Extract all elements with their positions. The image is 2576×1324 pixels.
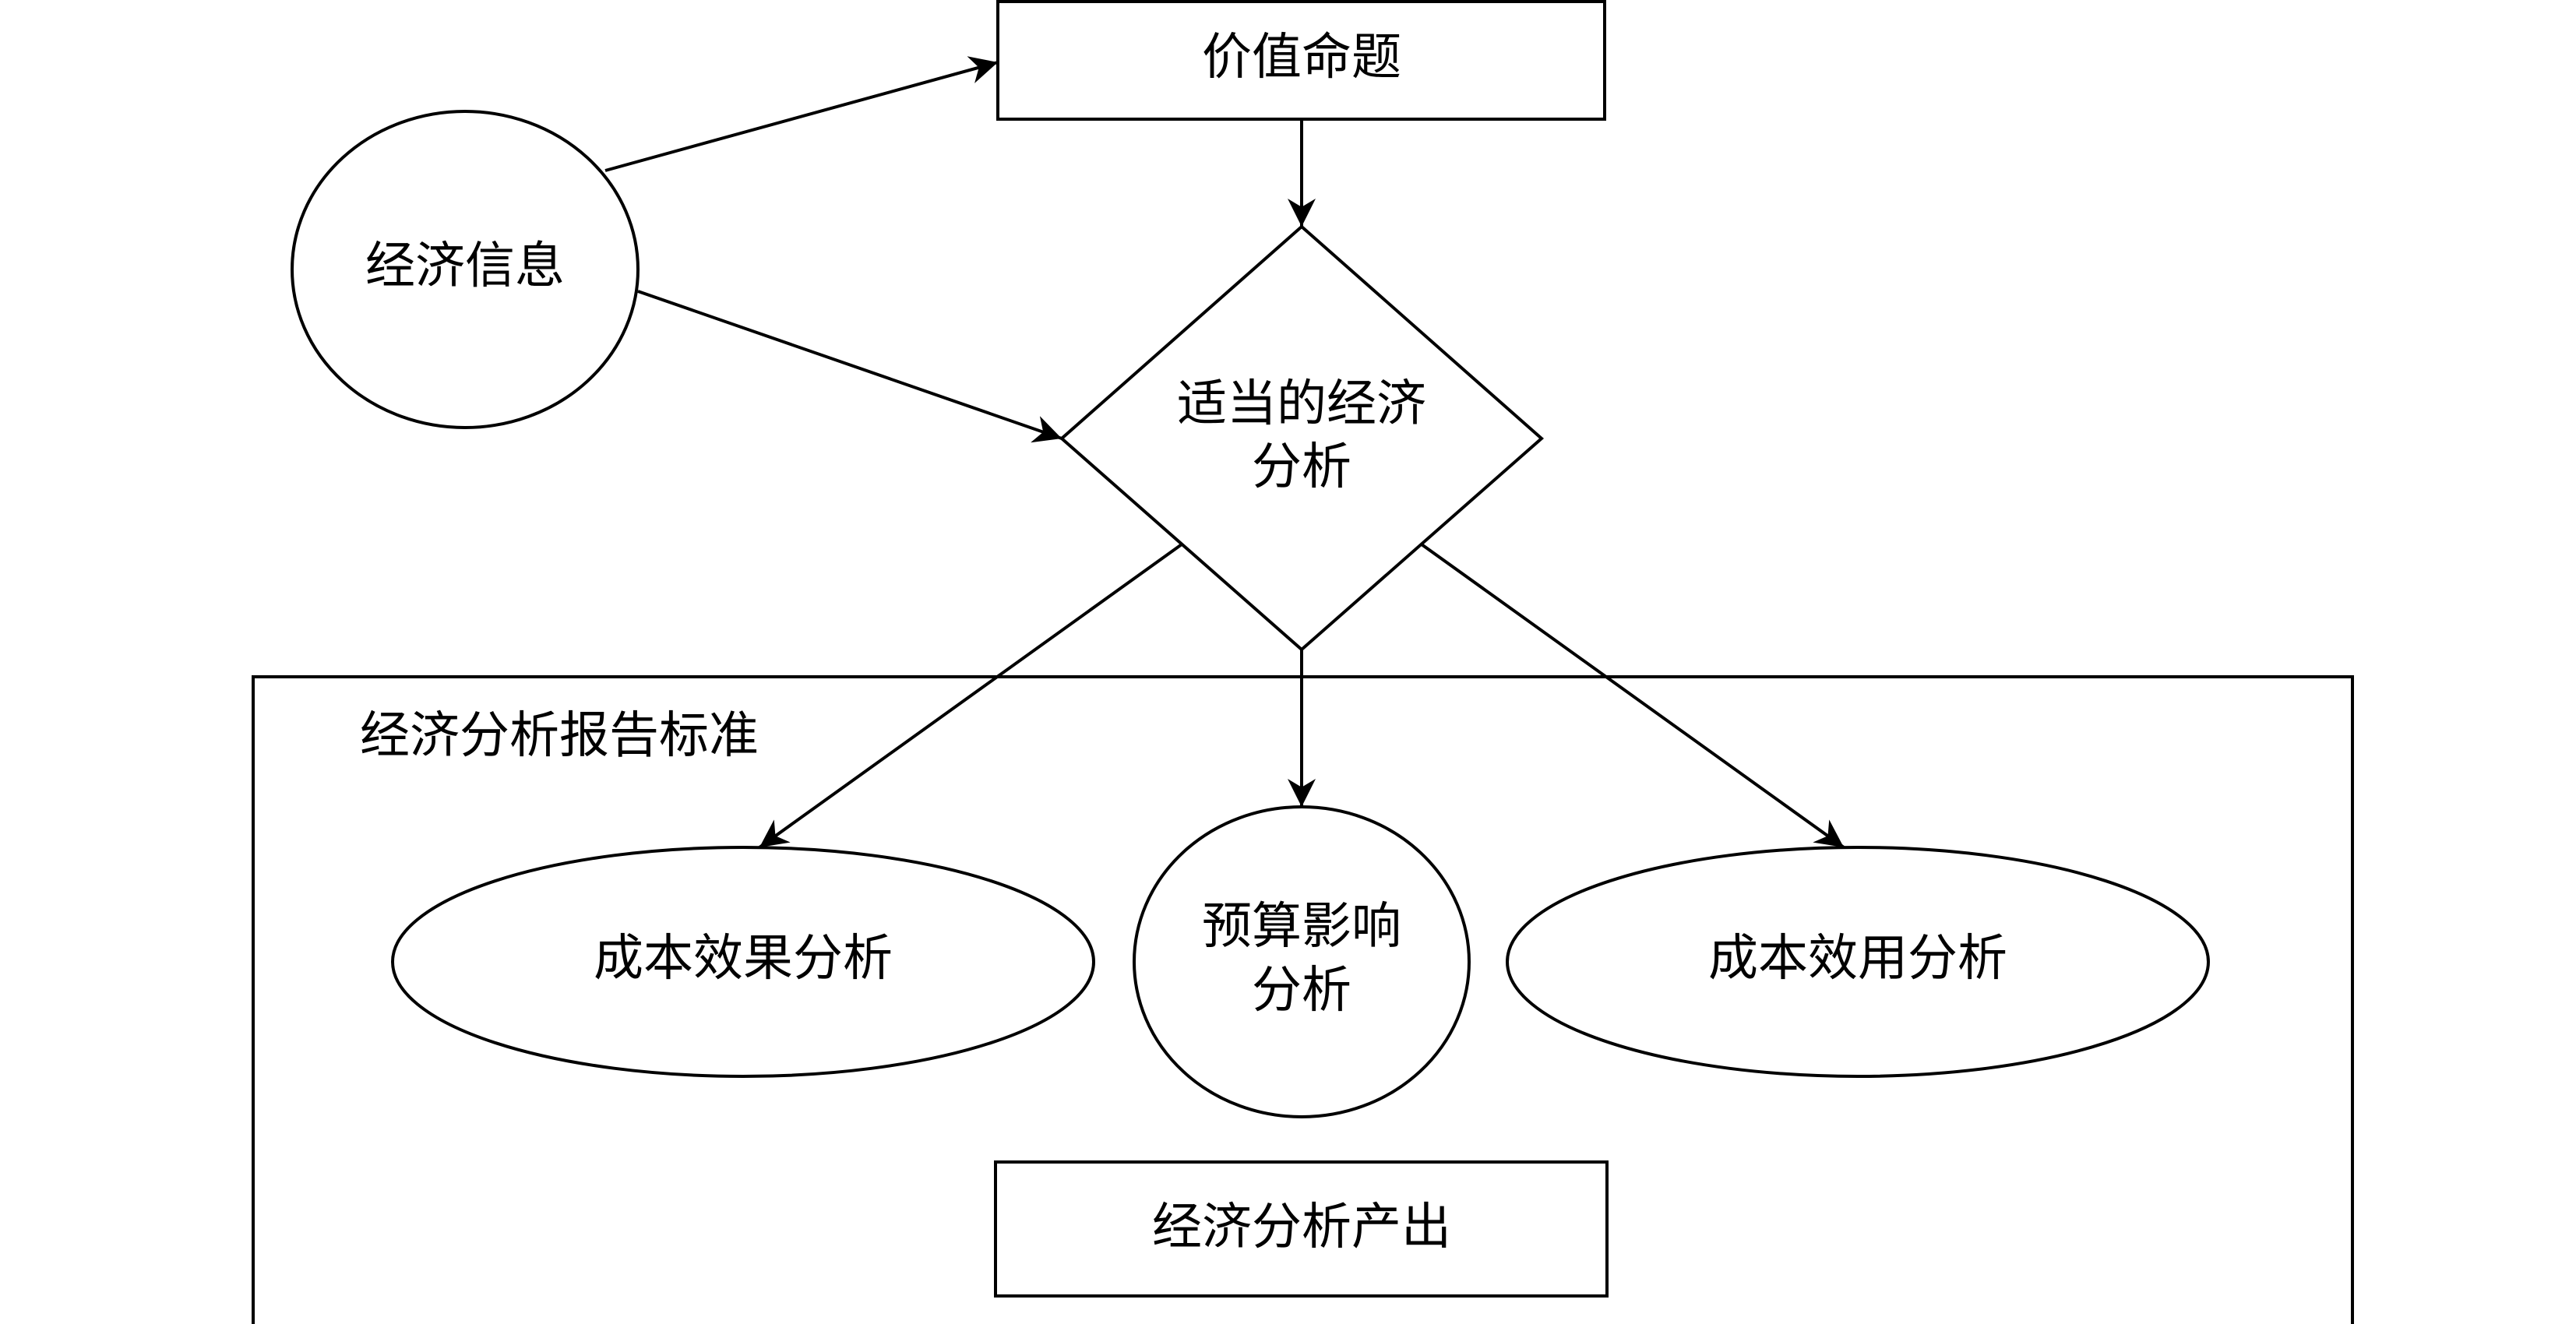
appropriate-analysis-label-line1: 适当的经济 xyxy=(1177,375,1426,433)
economic-info-circle xyxy=(291,110,640,429)
arrow-economic-info-to-analysis xyxy=(637,290,1062,443)
value-proposition-label: 价值命题 xyxy=(1202,29,1401,86)
analysis-output-label: 经济分析产出 xyxy=(1152,1199,1451,1256)
value-proposition-box xyxy=(996,0,1606,121)
budget-impact-label-line2: 分析 xyxy=(1252,962,1351,1019)
economic-info-label: 经济信息 xyxy=(365,238,565,295)
cost-effectiveness-label: 成本效果分析 xyxy=(594,930,893,988)
cost-utility-ellipse xyxy=(1506,846,2210,1078)
arrow-economic-info-to-value-proposition xyxy=(604,56,999,172)
cost-effectiveness-ellipse xyxy=(391,846,1095,1078)
analysis-output-box xyxy=(994,1160,1609,1298)
cost-utility-label: 成本效用分析 xyxy=(1708,930,2007,988)
arrow-analysis-to-cost-effectiveness xyxy=(758,543,1183,849)
budget-impact-label-line1: 预算影响 xyxy=(1202,898,1401,956)
reporting-standards-label: 经济分析报告标准 xyxy=(360,707,759,765)
appropriate-analysis-label-line2: 分析 xyxy=(1252,438,1351,496)
arrow-analysis-to-cost-utility xyxy=(1420,543,1845,849)
